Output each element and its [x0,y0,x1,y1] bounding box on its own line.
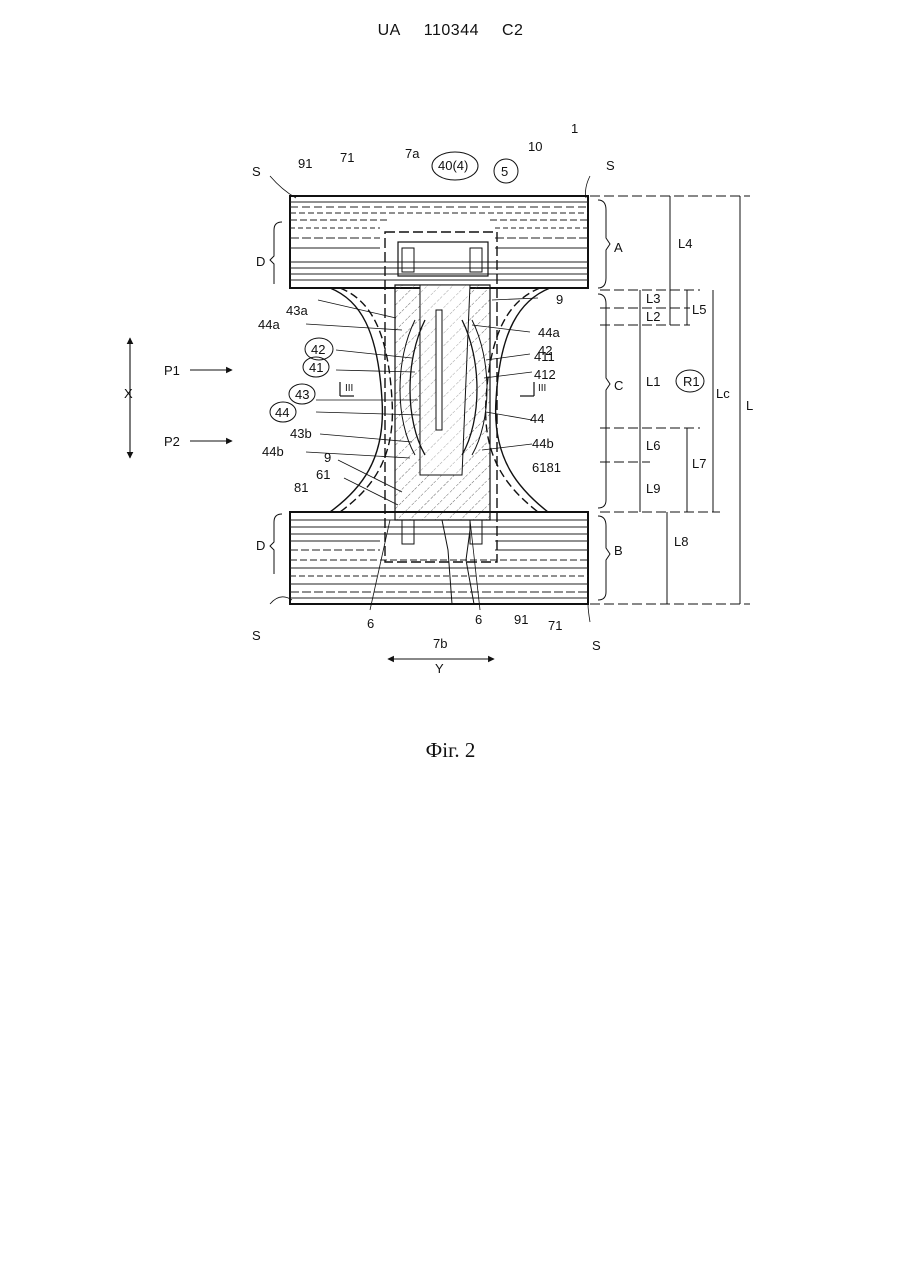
label-l2: L2 [646,309,660,324]
label-d-bottom: D [256,538,265,553]
label-41: 41 [309,360,323,375]
label-44a-left: 44a [258,317,280,332]
label-s-tl: S [252,164,261,179]
label-44-left: 44 [275,405,289,420]
label-iii-right: III [538,383,546,394]
label-l9: L9 [646,481,660,496]
label-411: 411 [534,349,555,364]
label-71-bottom: 71 [548,618,562,633]
label-c: C [614,378,623,393]
patent-office: UA [378,22,401,39]
label-r1: R1 [683,374,700,389]
label-6181: 6181 [532,460,561,475]
label-s-tr: S [606,158,615,173]
label-l1: L1 [646,374,660,389]
absorbent-body [385,232,497,604]
label-l6: L6 [646,438,660,453]
patent-kind: C2 [502,22,523,39]
label-a: A [614,240,623,255]
label-p2: P2 [164,434,180,449]
label-81: 81 [294,480,308,495]
label-44b-right: 44b [532,436,554,451]
label-71-top: 71 [340,150,354,165]
label-44-right: 44 [530,411,544,426]
label-9-top: 9 [556,292,563,307]
label-l: L [746,398,753,413]
label-x: X [124,386,133,401]
label-1: 1 [571,121,578,136]
label-s-br: S [592,638,601,653]
figure-caption: Фіг. 2 [0,738,901,763]
label-43b: 43b [290,426,312,441]
label-l3: L3 [646,291,660,306]
label-10: 10 [528,139,542,154]
label-42-left: 42 [311,342,325,357]
label-s-bl: S [252,628,261,643]
label-lc: Lc [716,386,730,401]
label-l8: L8 [674,534,688,549]
label-43: 43 [295,387,309,402]
label-5: 5 [501,164,508,179]
label-l4: L4 [678,236,692,251]
label-6-right: 6 [475,612,482,627]
label-d-top: D [256,254,265,269]
label-9-bottom: 9 [324,450,331,465]
label-6-left: 6 [367,616,374,631]
label-61: 61 [316,467,330,482]
patent-number: 110344 [424,22,479,39]
label-y: Y [435,661,444,676]
label-7a: 7a [405,146,420,161]
label-44a-right: 44a [538,325,560,340]
label-p1: P1 [164,363,180,378]
label-43a: 43a [286,303,308,318]
patent-header: UA 110344 C2 [0,22,901,40]
label-412: 412 [534,367,556,382]
rear-waist-band [290,512,588,604]
label-7b: 7b [433,636,447,651]
label-b: B [614,543,623,558]
label-iii-left: III [345,383,353,394]
label-40-4: 40(4) [438,158,468,173]
label-l7: L7 [692,456,706,471]
label-91-top: 91 [298,156,312,171]
label-l5: L5 [692,302,706,317]
patent-drawing: 1 10 5 40(4) 7a 71 91 S S D A 9 43a 44a … [110,120,790,680]
label-44b-left: 44b [262,444,284,459]
label-91-bottom: 91 [514,612,528,627]
